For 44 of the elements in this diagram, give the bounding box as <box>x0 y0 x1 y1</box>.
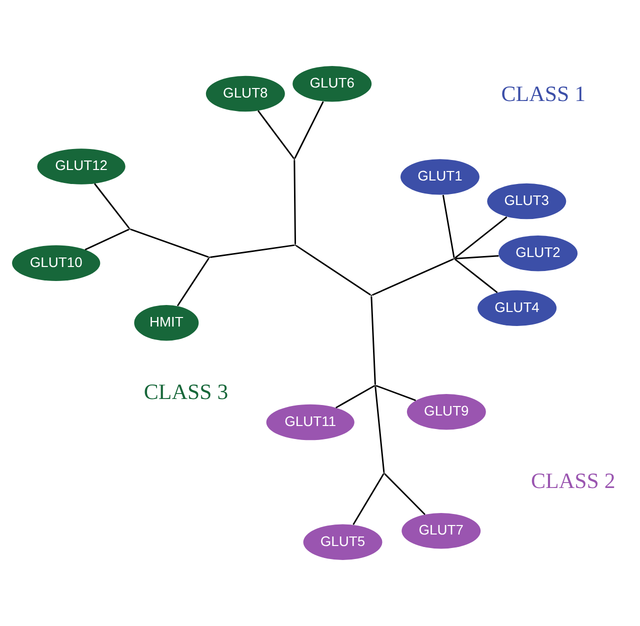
connector <box>352 474 384 525</box>
connector <box>130 228 209 258</box>
label: CLASS 2 <box>531 469 616 494</box>
label: CLASS 3 <box>144 380 228 404</box>
node-ellipse: HMIT <box>134 304 199 341</box>
connector <box>384 473 426 516</box>
node-ellipse: GLUT6 <box>292 66 372 102</box>
connector <box>176 258 210 306</box>
node-ellipse: GLUT8 <box>206 76 285 112</box>
node-ellipse: GLUT10 <box>12 245 100 282</box>
node-point <box>129 228 130 230</box>
node-ellipse: GLUT1 <box>400 159 480 195</box>
node-ellipse: GLUT5 <box>303 524 382 560</box>
node-point <box>370 294 372 296</box>
node-ellipse: GLUT4 <box>478 290 557 326</box>
connector <box>376 384 416 402</box>
node-point <box>294 244 296 246</box>
label: CLASS 1 <box>501 82 586 106</box>
connector <box>454 216 508 259</box>
node-ellipse: GLUT9 <box>406 394 486 430</box>
connector <box>442 194 455 258</box>
node-ellipse: GLUT3 <box>487 183 566 220</box>
connector <box>372 258 454 296</box>
connector <box>374 386 385 472</box>
connector <box>336 385 375 408</box>
node-ellipse: GLUT2 <box>498 235 578 272</box>
connector <box>258 110 294 159</box>
connector <box>454 258 498 294</box>
node-ellipse: GLUT7 <box>402 513 481 549</box>
node-point <box>208 256 210 258</box>
node-ellipse: GLUT11 <box>266 404 354 440</box>
node-point <box>454 258 455 260</box>
node-ellipse: GLUT12 <box>37 148 126 184</box>
node-point <box>374 384 376 386</box>
node-point <box>383 472 385 474</box>
connector <box>84 228 130 250</box>
connector <box>370 296 376 384</box>
connector <box>294 101 324 159</box>
connector <box>210 244 294 258</box>
node-point <box>294 158 296 160</box>
connector <box>296 244 371 296</box>
connector <box>294 160 296 244</box>
connector <box>94 183 130 229</box>
connector <box>455 255 499 260</box>
